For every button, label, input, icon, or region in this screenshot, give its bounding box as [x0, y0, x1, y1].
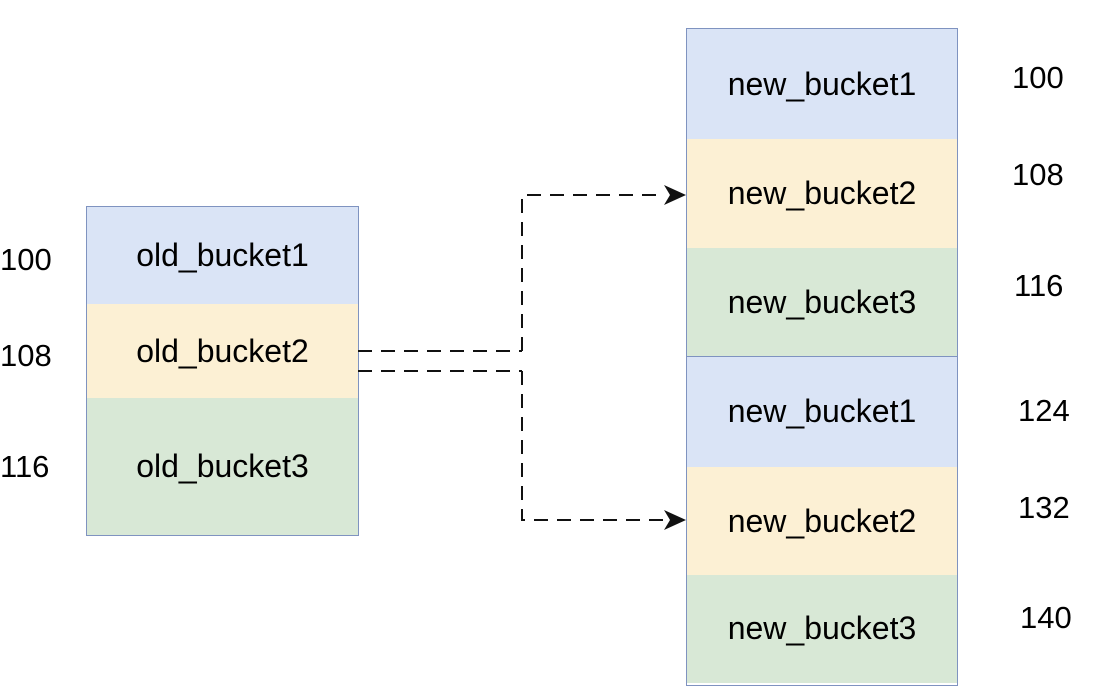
- old-bucket-1-label: old_bucket1: [136, 237, 309, 273]
- old-bucket-2-label: old_bucket2: [136, 332, 309, 369]
- arrow-path-to-new-bucket2-low: [521, 371, 664, 521]
- new-addr-5: 132: [1018, 490, 1070, 525]
- new-bucket-6-label: new_bucket3: [727, 610, 917, 646]
- new-addr-4: 124: [1018, 393, 1070, 428]
- old-bucket-1: old_bucket1: [87, 207, 358, 304]
- new-addr-6: 140: [1020, 600, 1072, 635]
- new-addr-1: 100: [1012, 60, 1064, 95]
- new-bucket-4-label: new_bucket1: [727, 393, 917, 429]
- old-bucket-3-label: old_bucket3: [136, 448, 309, 484]
- arrowhead-lower-icon: [664, 510, 686, 530]
- new-addr-3: 116: [1014, 268, 1064, 303]
- new-addr-2: 108: [1012, 157, 1064, 192]
- new-bucket-1-label: new_bucket1: [727, 65, 917, 102]
- old-addr-2: 108: [0, 338, 52, 373]
- arrowhead-upper-icon: [664, 185, 686, 205]
- new-bucket-3: new_bucket3: [687, 248, 957, 356]
- new-bucket-2-label: new_bucket2: [727, 175, 917, 211]
- new-bucket-5-label: new_bucket2: [727, 502, 917, 539]
- new-bucket-1: new_bucket1: [687, 29, 957, 139]
- old-bucket-3: old_bucket3: [87, 398, 358, 535]
- arrow-path-to-new-bucket2-high: [521, 194, 664, 351]
- new-bucket-4: new_bucket1: [687, 356, 957, 467]
- migration-arrows: [358, 185, 686, 530]
- old-addr-1: 100: [0, 242, 52, 277]
- old-bucket-2: old_bucket2: [87, 304, 358, 398]
- new-bucket-3-label: new_bucket3: [727, 283, 917, 320]
- old-addr-3: 116: [0, 449, 50, 484]
- new-bucket-5: new_bucket2: [687, 467, 957, 575]
- new-bucket-2: new_bucket2: [687, 139, 957, 248]
